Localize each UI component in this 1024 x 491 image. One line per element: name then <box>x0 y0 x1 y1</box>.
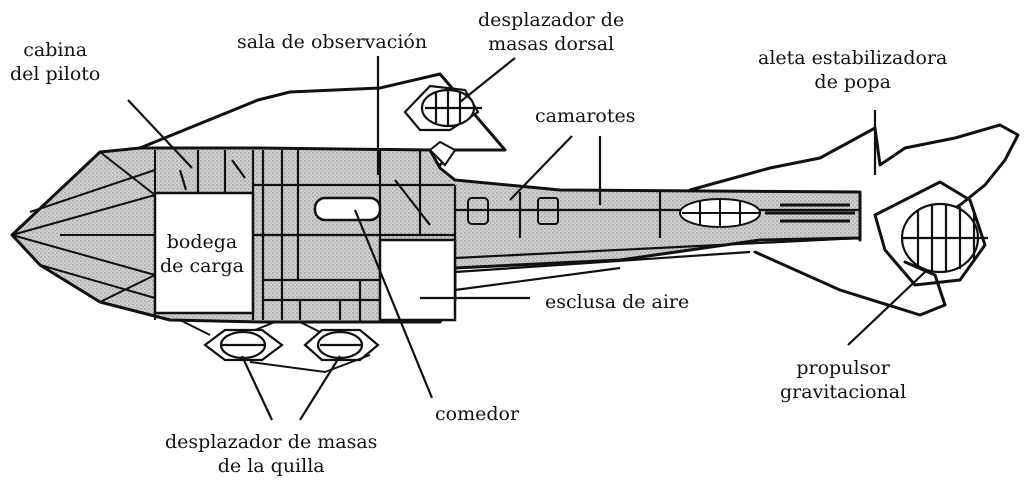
label-airlock: esclusa de aire <box>545 291 690 313</box>
rear-plate-outline <box>753 250 947 317</box>
galley-window <box>313 196 382 222</box>
label-cabins: camarotes <box>535 105 636 127</box>
leader-lines <box>127 56 926 421</box>
label-galley: comedor <box>435 403 520 425</box>
tail-fin-outline <box>688 123 1020 227</box>
dorsal-mass-driver-shape <box>403 84 482 132</box>
cargo-hold <box>153 191 255 315</box>
rear-engine <box>679 198 855 228</box>
propulsor-shape <box>900 202 988 274</box>
upper-hull-outline <box>138 72 507 167</box>
airlock <box>378 238 457 322</box>
label-observation-room: sala de observación <box>237 31 428 53</box>
keel-mass-drivers-shape <box>203 328 380 362</box>
propulsor-frame <box>873 180 987 287</box>
